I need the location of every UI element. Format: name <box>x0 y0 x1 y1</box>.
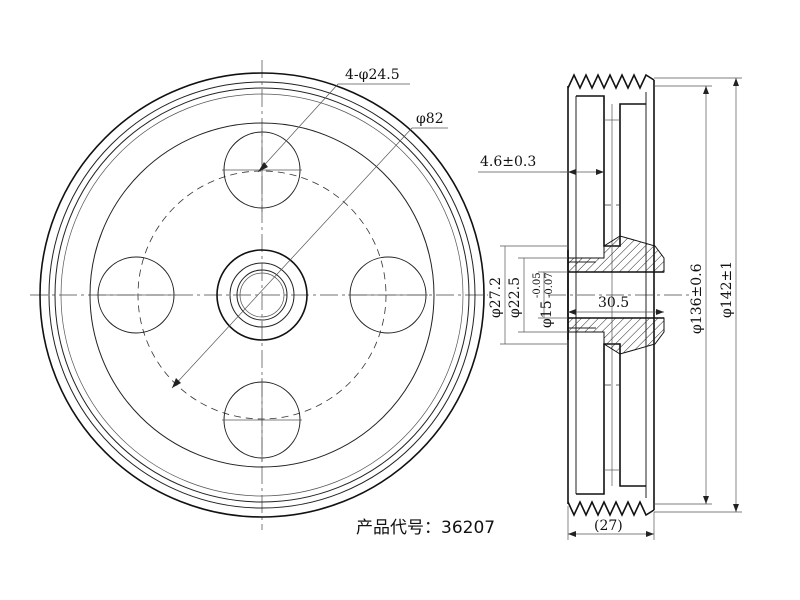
bolt-hole-leader <box>257 83 410 173</box>
rim-circle-2 <box>48 81 476 509</box>
inner-web-circle <box>89 122 435 468</box>
product-code-label: 产品代号：36207 <box>356 518 496 538</box>
hub-section-top <box>567 235 665 273</box>
dim-bolt-holes: 4-φ24.5 <box>345 67 400 83</box>
belt-grooves-top <box>567 73 655 90</box>
dim-groove-diameter: φ136±0.6 <box>689 263 705 334</box>
rim-circle-4 <box>60 93 464 497</box>
dim-width: (27) <box>594 518 623 534</box>
web-outline-top <box>576 95 646 247</box>
bore-chamfer-circle <box>239 272 285 318</box>
dim-flange-thickness: 4.6±0.3 <box>480 154 536 170</box>
bolt-circle-leader <box>171 127 448 389</box>
hub-section-bottom <box>567 317 665 355</box>
outer-rim-circle <box>39 72 485 518</box>
front-view: 4-φ24.5 φ82 <box>30 60 488 530</box>
dim-hub-length: 30.5 <box>598 295 629 311</box>
dimension-arrows <box>568 78 739 537</box>
dim-bolt-circle: φ82 <box>416 111 444 127</box>
dim-bore-tol-upper: -0.05 <box>532 272 543 298</box>
hub-inner-circle <box>229 262 295 328</box>
rim-circle-3 <box>54 87 470 503</box>
leader-arrow-2 <box>172 378 181 388</box>
bore-circle <box>236 269 288 321</box>
dim-hub-mid: φ22.5 <box>507 277 523 318</box>
hub-outer-circle <box>216 249 308 341</box>
dim-bore: φ15 <box>539 300 555 328</box>
side-section-view: 4.6±0.3 φ27.2 φ22.5 φ15 -0.05 -0.07 30.5… <box>478 73 742 540</box>
leader-arrow-1 <box>258 162 268 172</box>
dimension-lines <box>478 78 737 535</box>
dim-bore-tol-lower: -0.07 <box>544 272 555 298</box>
dim-hub-outer: φ27.2 <box>488 277 504 318</box>
web-outline-bottom <box>576 343 646 495</box>
belt-grooves-bottom <box>567 500 655 517</box>
dim-outer-diameter: φ142±1 <box>719 261 735 318</box>
